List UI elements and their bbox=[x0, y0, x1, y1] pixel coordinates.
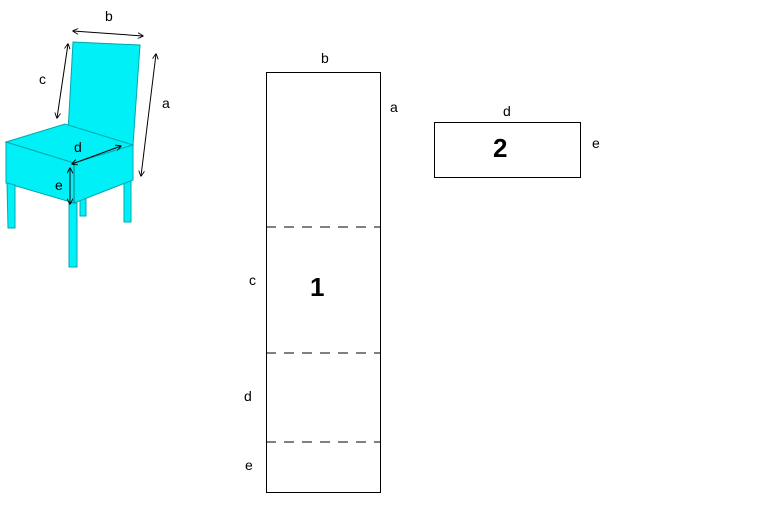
piece-1-right-label: a bbox=[390, 99, 398, 115]
chair-label-a: a bbox=[162, 95, 170, 111]
chair-label-b: b bbox=[105, 8, 113, 24]
measure-arrow-a bbox=[141, 54, 156, 176]
chair-front-left-leg bbox=[6, 182, 16, 229]
piece-2-outline bbox=[434, 122, 581, 178]
measure-arrow-c bbox=[57, 44, 68, 118]
pattern-piece-2: d e 2 bbox=[434, 103, 600, 178]
piece-1-outline bbox=[266, 72, 381, 493]
piece-1-number: 1 bbox=[310, 272, 324, 302]
piece-2-right-label: e bbox=[592, 135, 600, 151]
piece-1-left-label-d: d bbox=[244, 388, 252, 404]
measure-arrow-d bbox=[72, 146, 121, 164]
piece-1-left-label-c: c bbox=[249, 272, 256, 288]
piece-2-number: 2 bbox=[493, 133, 507, 163]
piece-2-top-label: d bbox=[503, 103, 511, 119]
measure-arrow-b bbox=[73, 31, 143, 36]
piece-1-left-label-e: e bbox=[245, 457, 253, 473]
chair-label-e: e bbox=[55, 177, 63, 193]
chair-front-right-leg bbox=[68, 202, 78, 268]
piece-1-top-label: b bbox=[321, 50, 329, 66]
chair-label-d: d bbox=[74, 139, 82, 155]
pattern-piece-1: b a 1 c d e bbox=[244, 50, 398, 493]
chair-label-c: c bbox=[39, 71, 46, 87]
chair-illustration: b c a d e bbox=[4, 8, 170, 268]
